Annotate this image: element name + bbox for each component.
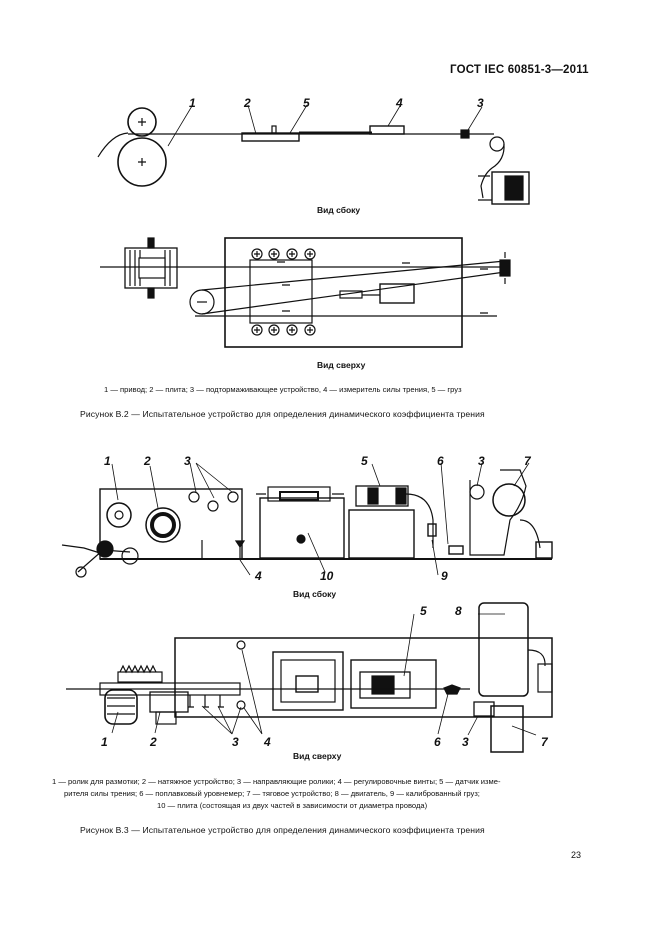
b3-legend-line-3: 10 — плита (состоящая из двух частей в з…: [157, 801, 428, 810]
svg-text:5: 5: [361, 454, 368, 468]
svg-text:2: 2: [149, 735, 157, 749]
svg-text:10: 10: [320, 569, 334, 583]
page-number: 23: [571, 850, 582, 860]
b3-legend-line-1: 1 — ролик для размотки; 2 — натяжное уст…: [52, 777, 501, 786]
svg-text:5: 5: [420, 604, 427, 618]
svg-text:4: 4: [395, 96, 403, 110]
b2-legend: 1 — привод; 2 — плита; 3 — подтормаживаю…: [104, 385, 462, 394]
b3-side-view-label: Вид сбоку: [293, 589, 337, 599]
svg-text:5: 5: [303, 96, 310, 110]
svg-text:3: 3: [184, 454, 191, 468]
svg-text:4: 4: [263, 735, 271, 749]
svg-text:6: 6: [434, 735, 441, 749]
svg-text:2: 2: [243, 96, 251, 110]
svg-text:2: 2: [143, 454, 151, 468]
svg-text:1: 1: [104, 454, 111, 468]
b2-top-view-label: Вид сверху: [317, 360, 366, 370]
b2-bolts: [251, 248, 316, 336]
b3-top-view-label: Вид сверху: [293, 751, 342, 761]
svg-text:6: 6: [437, 454, 444, 468]
b3-top-view: [66, 602, 553, 753]
svg-text:3: 3: [232, 735, 239, 749]
svg-text:4: 4: [254, 569, 262, 583]
b3-side-view: [61, 469, 553, 578]
svg-text:3: 3: [477, 96, 484, 110]
svg-text:7: 7: [524, 454, 532, 468]
b2-side-view: [97, 107, 530, 205]
svg-text:1: 1: [101, 735, 108, 749]
svg-text:9: 9: [441, 569, 448, 583]
b2-top-view: [100, 237, 511, 348]
svg-text:7: 7: [541, 735, 549, 749]
svg-text:8: 8: [455, 604, 462, 618]
b3-caption: Рисунок В.3 — Испытательное устройство д…: [80, 825, 485, 835]
standard-number: ГОСТ IEC 60851-3—2011: [450, 64, 589, 76]
svg-text:1: 1: [189, 96, 196, 110]
svg-text:3: 3: [462, 735, 469, 749]
b2-caption: Рисунок В.2 — Испытательное устройство д…: [80, 409, 485, 419]
svg-text:3: 3: [478, 454, 485, 468]
b3-legend-line-2: рителя силы трения; 6 — поплавковый уров…: [64, 789, 480, 798]
b2-side-view-label: Вид сбоку: [317, 205, 361, 215]
